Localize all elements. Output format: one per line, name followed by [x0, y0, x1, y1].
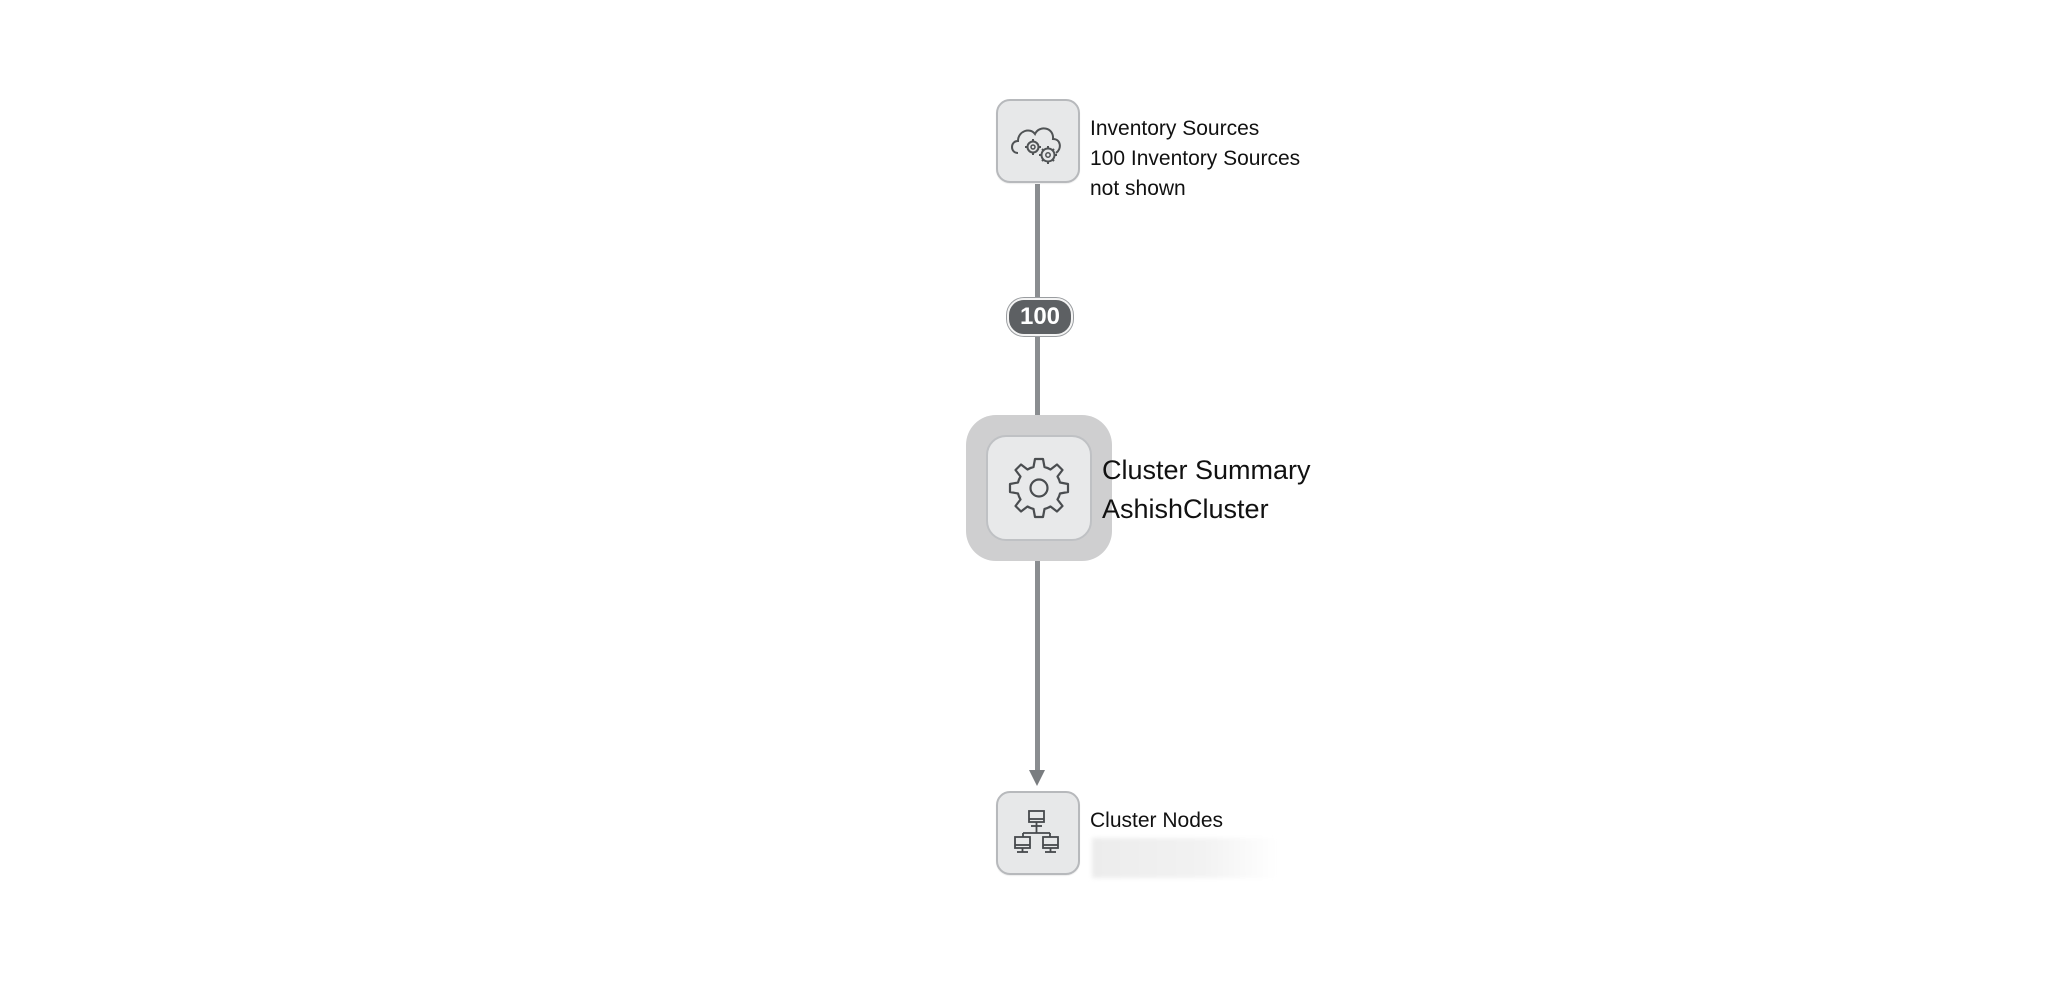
edge-count-badge[interactable]: 100 [1007, 298, 1073, 336]
cluster-name: AshishCluster [1102, 494, 1269, 524]
inventory-sources-node[interactable] [996, 99, 1080, 183]
inventory-sources-note: not shown [1090, 177, 1186, 200]
cluster-summary-label: Cluster Summary AshishCluster [1102, 451, 1311, 529]
gear-icon [1008, 457, 1070, 519]
cluster-summary-node[interactable] [966, 415, 1112, 561]
network-computers-icon [1014, 810, 1059, 853]
edge-arrowhead [1029, 770, 1045, 786]
cluster-nodes-title: Cluster Nodes [1090, 809, 1224, 832]
edge-cluster-to-nodes [1035, 560, 1040, 772]
cluster-nodes-label: Cluster Nodes [1090, 806, 1223, 836]
cloud-gears-icon [1011, 127, 1061, 164]
redacted-region [1092, 838, 1277, 878]
inventory-sources-title: Inventory Sources [1090, 117, 1260, 140]
inventory-sources-count: 100 Inventory Sources [1090, 147, 1301, 170]
inventory-sources-label: Inventory Sources 100 Inventory Sources … [1090, 114, 1300, 204]
cluster-summary-title: Cluster Summary [1102, 455, 1311, 485]
cluster-nodes-node[interactable] [996, 791, 1080, 875]
cluster-summary-node-inner [986, 435, 1092, 541]
